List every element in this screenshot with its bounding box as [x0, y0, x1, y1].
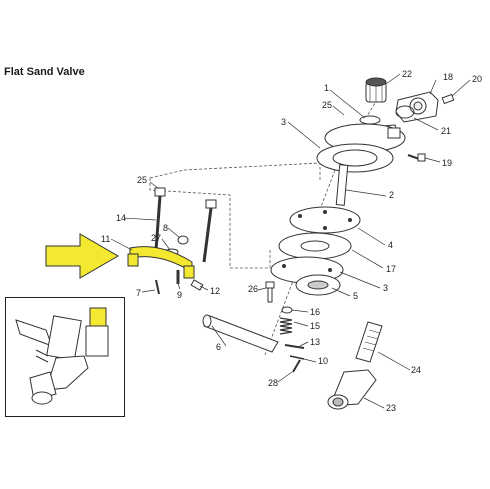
dashed-center-line-2 — [339, 94, 381, 161]
part-12-bolt — [190, 279, 204, 291]
part-19-screw — [407, 153, 426, 162]
callout-27: 27 — [151, 233, 161, 243]
callout-8: 8 — [163, 223, 168, 233]
part-13-pin — [284, 344, 305, 349]
callout-11: 11 — [101, 234, 110, 244]
assembled-view-inset — [5, 297, 125, 417]
callout-12: 12 — [210, 286, 220, 296]
part-4-disc — [289, 206, 361, 234]
callout-23: 23 — [386, 403, 396, 413]
callout-15: 15 — [310, 321, 320, 331]
callout-9: 9 — [177, 290, 182, 300]
callout-18: 18 — [443, 72, 453, 82]
callout-10: 10 — [318, 356, 328, 366]
assembled-view-drawing — [15, 307, 109, 405]
callout-2: 2 — [389, 190, 394, 200]
part-3-top-plate — [316, 143, 394, 173]
callout-19: 19 — [442, 158, 452, 168]
diagram-title: Flat Sand Valve — [4, 66, 85, 78]
callout-24: 24 — [411, 365, 421, 375]
callout-25-top: 25 — [322, 100, 332, 110]
part-8-nut — [177, 235, 189, 245]
callout-16: 16 — [310, 307, 320, 317]
callout-20: 20 — [472, 74, 482, 84]
callout-7: 7 — [136, 288, 141, 298]
part-24-pipe-nipple — [355, 321, 383, 363]
part-14-bolt-right — [202, 199, 217, 263]
callout-6: 6 — [216, 342, 221, 352]
part-17-disc — [278, 232, 352, 260]
part-11-bracket-highlighted — [127, 246, 195, 279]
dashed-assembly-outline-2 — [149, 178, 271, 269]
callout-25-left: 25 — [137, 175, 147, 185]
callout-5: 5 — [353, 291, 358, 301]
part-2-shaft — [335, 164, 349, 206]
part-7-screw — [155, 279, 160, 295]
part-21-ring — [395, 105, 415, 119]
callout-1: 1 — [324, 83, 329, 93]
callout-22: 22 — [402, 69, 412, 79]
part-18-bracket — [395, 91, 439, 123]
callout-14: 14 — [116, 213, 126, 223]
leader-lines — [110, 73, 471, 409]
part-14-bolt-left — [154, 187, 166, 251]
part-20-bolt — [441, 93, 455, 105]
callout-4: 4 — [388, 240, 393, 250]
part-15-spring — [279, 317, 293, 335]
part-26-screw — [265, 281, 275, 303]
dashed-center-line — [264, 169, 336, 356]
part-5-base — [295, 274, 341, 296]
part-28-pin — [292, 359, 301, 373]
part-23-elbow — [327, 369, 377, 410]
part-16-washer — [281, 306, 293, 314]
highlight-arrow — [45, 233, 119, 279]
callout-17: 17 — [386, 264, 396, 274]
callout-21: 21 — [441, 126, 451, 136]
part-10-clip — [289, 355, 305, 360]
part-22-cap — [365, 77, 387, 103]
callout-28: 28 — [268, 378, 278, 388]
callout-3-bottom: 3 — [383, 283, 388, 293]
callout-3-top: 3 — [281, 117, 286, 127]
callout-13: 13 — [310, 337, 320, 347]
callout-26: 26 — [248, 284, 258, 294]
dashed-assembly-outline — [149, 162, 321, 180]
part-6-rod — [202, 314, 279, 353]
